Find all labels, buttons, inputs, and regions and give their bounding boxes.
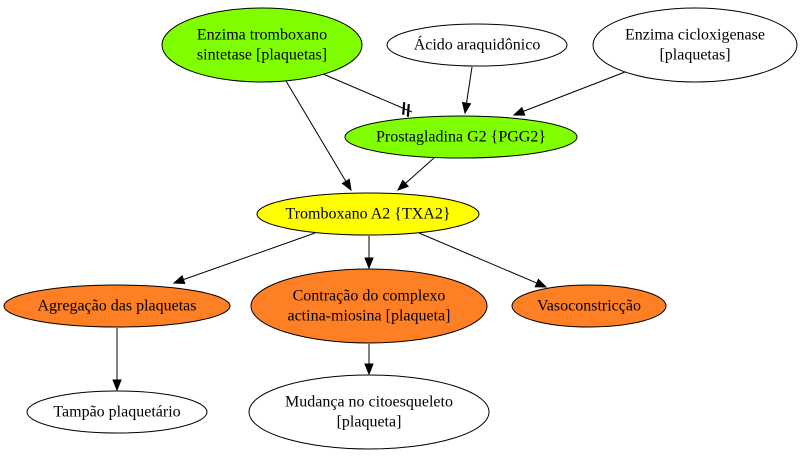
- edge-txa2-to-contraction: [364, 236, 374, 270]
- node-pgg2: Prostagladina G2 {PGG2}: [344, 115, 578, 159]
- edge-line: [523, 71, 626, 112]
- node-contraction: Contração do complexo actina-miosina [pla…: [250, 268, 488, 344]
- node-cox: Enzima cicloxigenase [plaquetas]: [592, 7, 798, 83]
- inhibit-bar-1: [406, 104, 410, 117]
- node-ellipse: [592, 7, 798, 83]
- edge-txa2-to-aggregation: [172, 232, 316, 284]
- node-label: [plaqueta]: [337, 414, 402, 431]
- node-label: Vasoconstricção: [537, 298, 641, 315]
- edge-line: [466, 66, 473, 104]
- node-ellipse: [3, 284, 231, 328]
- arrowhead: [461, 101, 472, 115]
- node-label: Agregação das plaquetas: [37, 298, 196, 315]
- edge-arachidonic-to-pgg2: [461, 66, 473, 115]
- node-cytoskeleton: Mudança no citoesqueleto [plaqueta]: [248, 374, 490, 450]
- node-ellipse: [511, 284, 667, 328]
- node-label: sintetase [plaquetas]: [197, 47, 327, 64]
- node-label: [plaquetas]: [659, 47, 730, 64]
- node-label: actina-miosina [plaqueta]: [287, 308, 450, 325]
- edge-line: [183, 232, 316, 281]
- edge-line: [285, 80, 347, 182]
- node-ellipse: [386, 23, 568, 67]
- node-vasoconstriction: Vasoconstricção: [511, 284, 667, 328]
- arrowhead: [364, 363, 374, 376]
- edge-line: [405, 157, 435, 184]
- inhibit-bar-2: [402, 102, 406, 115]
- node-label: Enzima tromboxano: [197, 27, 327, 44]
- arrowhead: [534, 278, 548, 288]
- edge-contraction-to-cytoskeleton: [364, 344, 374, 376]
- arrowhead: [512, 106, 526, 116]
- edge-txa2-to-vasoconstriction: [418, 232, 548, 288]
- node-label: Tromboxano A2 {TXA2}: [286, 206, 451, 223]
- arrowhead: [396, 179, 409, 191]
- node-label: Enzima cicloxigenase: [625, 27, 765, 44]
- node-aggregation: Agregação das plaquetas: [3, 284, 231, 328]
- edge-tx_synthase-to-pgg2: [322, 73, 413, 117]
- node-label: Contração do complexo: [293, 288, 446, 305]
- edge-pgg2-to-txa2: [396, 157, 435, 191]
- node-ellipse: [256, 192, 480, 236]
- edge-line: [418, 232, 537, 284]
- node-ellipse: [248, 374, 490, 450]
- edges-layer: [112, 66, 626, 392]
- node-label: Tampão plaquetário: [53, 404, 180, 421]
- node-ellipse: [26, 390, 208, 434]
- node-label: Prostagladina G2 {PGG2}: [376, 129, 546, 146]
- arrowhead: [172, 275, 186, 284]
- node-txa2: Tromboxano A2 {TXA2}: [256, 192, 480, 236]
- node-label: Mudança no citoesqueleto: [285, 394, 453, 411]
- node-ellipse: [344, 115, 578, 159]
- edge-tx_synthase-to-txa2: [285, 80, 352, 192]
- node-arachidonic: Ácido araquidônico: [386, 23, 568, 67]
- arrowhead: [112, 379, 122, 392]
- nodes-layer: Enzima tromboxano sintetase [plaquetas] Ác…: [3, 7, 798, 450]
- edge-line: [322, 73, 413, 113]
- node-plug: Tampão plaquetário: [26, 390, 208, 434]
- arrowhead: [364, 257, 374, 270]
- node-tx_synthase: Enzima tromboxano sintetase [plaquetas]: [161, 7, 363, 83]
- node-ellipse: [250, 268, 488, 344]
- arrowhead: [341, 178, 352, 192]
- node-label: Ácido araquidônico: [414, 35, 541, 54]
- edge-cox-to-pgg2: [512, 71, 626, 116]
- node-ellipse: [161, 7, 363, 83]
- edge-aggregation-to-plug: [112, 328, 122, 392]
